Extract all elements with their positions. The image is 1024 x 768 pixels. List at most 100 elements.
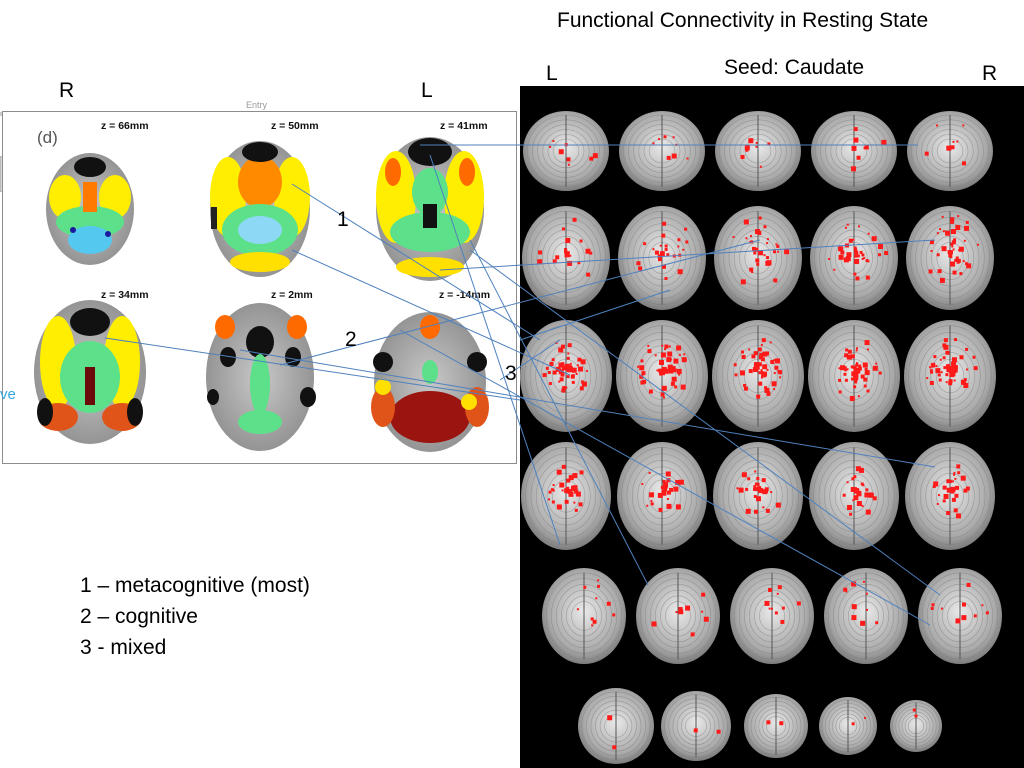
activation-voxel [952, 140, 955, 143]
activation-voxel [652, 142, 655, 145]
activation-voxel [641, 483, 644, 486]
activation-voxel [663, 481, 669, 487]
activation-voxel [643, 242, 647, 246]
activation-voxel [666, 490, 671, 495]
activation-voxel [577, 357, 582, 362]
activation-voxel [950, 242, 954, 246]
activation-voxel [935, 368, 941, 374]
activation-voxel [938, 494, 941, 497]
activation-voxel [612, 613, 616, 617]
activation-voxel [946, 367, 951, 372]
activation-voxel [755, 367, 759, 371]
activation-voxel [681, 357, 687, 363]
activation-voxel [671, 366, 676, 371]
activation-voxel [559, 377, 564, 382]
activation-voxel [965, 220, 969, 224]
activation-voxel [748, 348, 751, 351]
activation-voxel [955, 485, 960, 490]
activation-voxel [950, 371, 956, 377]
activation-voxel [851, 371, 857, 377]
activation-voxel [884, 251, 889, 256]
activation-voxel [838, 367, 841, 370]
activation-voxel [585, 248, 591, 254]
activation-voxel [668, 345, 671, 348]
activation-voxel [561, 388, 566, 393]
slice-z2 [206, 303, 316, 451]
activation-voxel [878, 371, 882, 375]
activation-voxel [686, 157, 689, 160]
activation-voxel [965, 486, 970, 491]
activation-voxel [856, 362, 859, 365]
activation-voxel [861, 253, 865, 257]
activation-voxel [560, 344, 565, 349]
activation-voxel [860, 482, 864, 486]
activation-voxel [748, 138, 754, 144]
activation-voxel [936, 232, 939, 235]
activation-voxel [741, 355, 746, 360]
activation-voxel [864, 340, 870, 346]
activation-voxel [853, 137, 859, 143]
activation-voxel [738, 487, 744, 493]
activation-voxel [660, 352, 666, 358]
activation-voxel [853, 127, 858, 132]
activation-voxel [664, 276, 668, 280]
activation-voxel [838, 246, 844, 252]
activation-voxel [685, 240, 689, 244]
activation-voxel [848, 238, 853, 243]
activation-voxel [955, 225, 961, 231]
activation-voxel [566, 375, 570, 379]
activation-voxel [662, 366, 665, 369]
activation-voxel [578, 502, 583, 507]
activation-voxel [948, 381, 953, 386]
activation-voxel [862, 580, 865, 583]
activation-voxel [745, 508, 751, 514]
activation-voxel [549, 361, 554, 366]
activation-voxel [851, 581, 857, 587]
activation-voxel [860, 374, 865, 379]
activation-voxel [872, 496, 877, 501]
activation-voxel [853, 385, 857, 389]
activation-voxel [773, 278, 778, 283]
activation-voxel [930, 606, 934, 610]
activation-voxel [845, 590, 848, 593]
activation-voxel [566, 157, 571, 162]
activation-voxel [558, 380, 561, 383]
activation-voxel [758, 216, 762, 220]
activation-voxel [755, 145, 758, 148]
activation-voxel [745, 487, 749, 491]
activation-voxel [753, 487, 757, 491]
activation-voxel [866, 348, 869, 351]
activation-voxel [930, 250, 933, 253]
activation-voxel [946, 145, 952, 151]
activation-voxel [861, 505, 864, 508]
activation-voxel [754, 470, 757, 473]
activation-voxel [937, 373, 941, 377]
activation-voxel [647, 349, 652, 354]
mri-slices [520, 111, 1002, 764]
activation-voxel [547, 370, 551, 374]
activation-voxel [952, 248, 955, 251]
activation-voxel [939, 228, 942, 231]
activation-voxel [763, 225, 767, 229]
activation-voxel [854, 247, 858, 251]
activation-voxel [851, 615, 857, 621]
activation-voxel [748, 369, 753, 374]
activation-voxel [671, 153, 677, 159]
activation-voxel [942, 230, 945, 233]
activation-voxel [538, 250, 543, 255]
activation-voxel [766, 391, 771, 396]
activation-voxel [851, 722, 855, 726]
marker-1: 1 [337, 208, 349, 231]
activation-voxel [852, 499, 855, 502]
activation-voxel [749, 267, 754, 272]
activation-voxel [677, 269, 683, 275]
activation-voxel [743, 219, 749, 225]
activation-voxel [859, 250, 863, 254]
activation-voxel [940, 607, 943, 610]
activation-voxel [840, 365, 846, 371]
activation-voxel [663, 135, 667, 139]
activation-voxel [942, 343, 947, 348]
activation-voxel [664, 244, 668, 248]
activation-voxel [567, 352, 570, 355]
activation-voxel [938, 378, 942, 382]
